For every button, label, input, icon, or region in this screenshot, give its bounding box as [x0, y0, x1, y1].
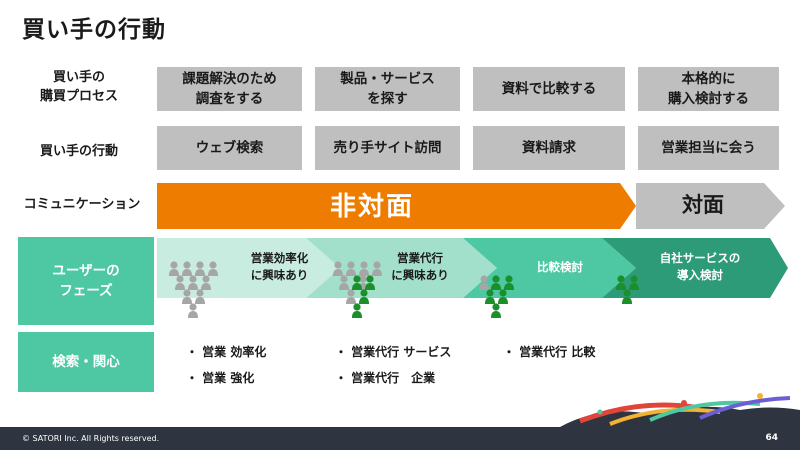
person-icon [491, 275, 501, 290]
row-label-action: 買い手の行動 [39, 144, 118, 159]
person-icon [339, 275, 349, 290]
action-box: 営業担当に会う [638, 126, 779, 170]
keyword-item: ・ 営業 強化 [186, 371, 255, 385]
keyword-item: ・ 営業代行 サービス [335, 345, 452, 359]
person-icon [195, 289, 205, 304]
person-icon [346, 261, 356, 276]
phase-label: 営業代行 に興味あり [391, 251, 449, 282]
person-icon [182, 289, 192, 304]
phase-chevron-3 [463, 238, 636, 298]
phase-chevron-4 [602, 238, 788, 298]
process-step: 本格的に 購入検討する [638, 67, 779, 111]
person-icon [629, 275, 639, 290]
phase-label: 営業効率化 に興味あり [250, 251, 309, 282]
person-icon [188, 275, 198, 290]
person-icon [504, 275, 514, 290]
remote-label: 非対面 [330, 192, 415, 222]
inperson-label: 対面 [682, 193, 724, 217]
keyword-item: ・ 営業代行 比較 [503, 345, 596, 359]
person-icon [346, 289, 356, 304]
keyword-item: ・ 営業代行 企業 [335, 371, 436, 385]
person-icon [175, 275, 185, 290]
person-icon [352, 275, 362, 290]
keyword-item: ・ 営業 効率化 [186, 345, 267, 359]
person-icon [208, 261, 218, 276]
row-label-search: 検索・関心 [18, 332, 154, 392]
phase-label: 自社サービスの 導入検討 [659, 251, 741, 282]
person-icon [169, 261, 179, 276]
person-icon [188, 303, 198, 318]
person-icon [479, 275, 489, 290]
phase-label: 比較検討 [537, 260, 583, 274]
person-icon [498, 289, 508, 304]
decoration-shapes [560, 393, 800, 427]
person-icon [485, 289, 495, 304]
page-title: 買い手の行動 [22, 17, 166, 43]
process-step: 課題解決のため 調査をする [157, 67, 302, 111]
person-icon [352, 303, 362, 318]
row-label-communication: コミュニケーション [23, 197, 141, 212]
person-icon [616, 275, 626, 290]
process-step-label: 資料で比較する [501, 81, 597, 97]
person-icon [491, 303, 501, 318]
page-number: 64 [765, 433, 778, 443]
person-icon [359, 261, 369, 276]
process-step-label: 製品・サービス を探す [340, 71, 435, 107]
remote-arrow [157, 183, 636, 229]
phase-chevron-2 [306, 238, 497, 298]
footer-bar [0, 427, 800, 450]
row-label-process: 買い手の 購買プロセス [39, 70, 118, 104]
process-step-label: 本格的に 購入検討する [668, 71, 749, 107]
action-box: 売り手サイト訪問 [315, 126, 460, 170]
process-step: 製品・サービス を探す [315, 67, 460, 111]
inperson-arrow [636, 183, 785, 229]
person-icon [622, 289, 632, 304]
phase-chevron-1 [157, 238, 340, 298]
row-label-phase: ユーザーの フェーズ [18, 237, 154, 325]
copyright-text: © SATORI Inc. All Rights reserved. [22, 434, 160, 443]
person-icon [201, 275, 211, 290]
person-icon [333, 261, 343, 276]
person-icon [182, 261, 192, 276]
person-icon [365, 275, 375, 290]
row-label-phase-text: ユーザーの フェーズ [52, 263, 120, 299]
process-step: 資料で比較する [473, 67, 625, 111]
process-step-label: 課題解決のため 調査をする [182, 71, 277, 107]
person-icon [359, 289, 369, 304]
action-box: ウェブ検索 [157, 126, 302, 170]
person-icon [195, 261, 205, 276]
person-icon [372, 261, 382, 276]
action-box: 資料請求 [473, 126, 625, 170]
